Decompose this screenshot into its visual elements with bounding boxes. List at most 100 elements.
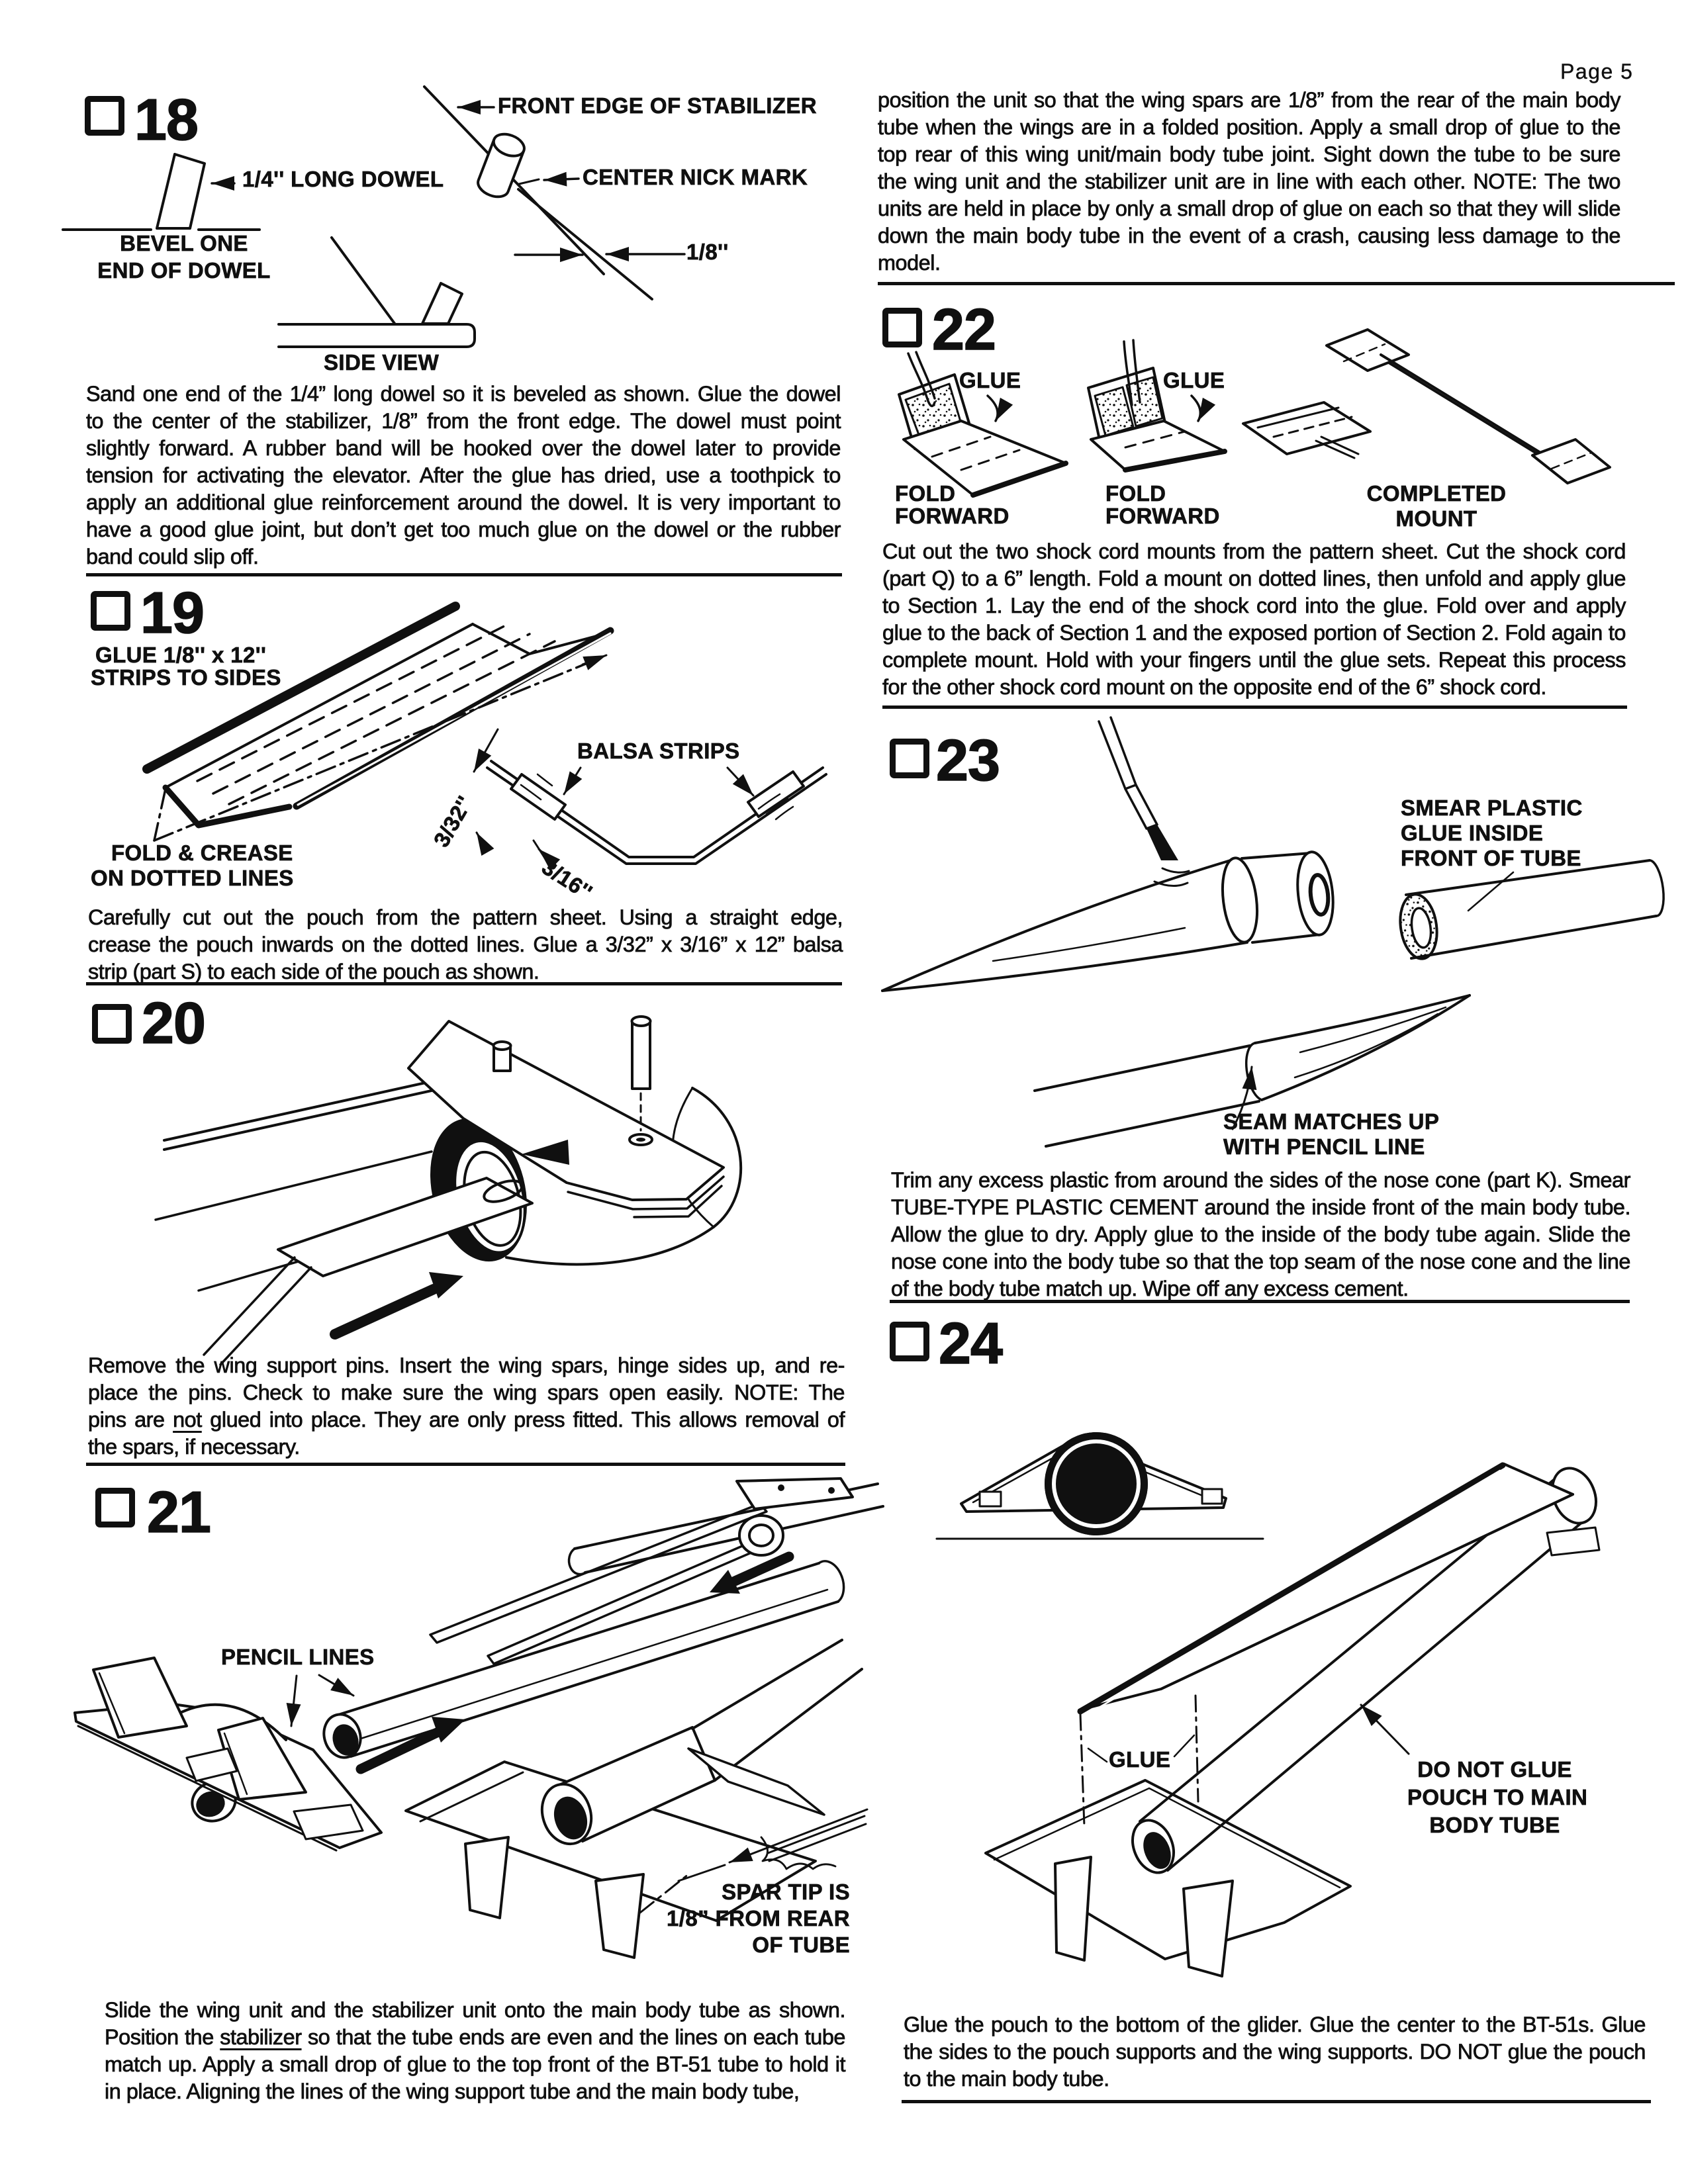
text-line: the spars, if necessary.: [88, 1435, 301, 1459]
label-spar-tip-line3: OF TUBE: [752, 1933, 850, 1958]
label-glue-mount-b: GLUE: [1163, 368, 1225, 393]
text-line: top rear of this wing unit/main body tub…: [878, 142, 1621, 167]
divider-after-step-23: [890, 1300, 1630, 1303]
label-glue-mount-a: GLUE: [959, 368, 1021, 393]
divider-after-step-24: [902, 2100, 1651, 2103]
step-21-instructions: Slide the wing unit and the stabilizer u…: [105, 1997, 846, 2105]
label-completed-mount-line2: MOUNT: [1395, 506, 1477, 531]
text-line: Cut out the two shock cord mounts from t…: [882, 539, 1626, 564]
label-glue-pouch: GLUE: [1109, 1747, 1171, 1772]
text-line: to the main body tube.: [904, 2067, 1110, 2091]
label-spar-tip-line1: SPAR TIP IS: [722, 1880, 850, 1905]
text-line: crease the pouch inwards on the dotted l…: [88, 933, 843, 957]
text-line: Glue the pouch to the bottom of the glid…: [904, 2013, 1646, 2037]
text-line: Position the stabilizer so that the tube…: [105, 2024, 846, 2051]
text-line: TUBE-TYPE PLASTIC CEMENT around the insi…: [891, 1195, 1631, 1220]
label-do-not-glue-line3: BODY TUBE: [1429, 1813, 1560, 1838]
label-spar-tip-line2: 1/8” FROM REAR: [667, 1906, 850, 1931]
illustration-19-pouch-and-strips: [142, 602, 827, 870]
text-line: tube when the wings are in a folded posi…: [878, 115, 1621, 140]
divider-after-step-22: [882, 705, 1627, 709]
step-18-instructions: Sand one end of the 1/4” long dowel so i…: [86, 381, 841, 570]
step-21-instructions-continued: position the unit so that the wing spars…: [878, 87, 1621, 277]
text-segment: Position the: [105, 2025, 220, 2050]
label-pencil-lines: PENCIL LINES: [221, 1645, 375, 1670]
step-20-checkbox[interactable]: [92, 1004, 132, 1044]
text-line: Slide the wing unit and the stabilizer u…: [105, 1998, 846, 2023]
illustration-18-dowel-and-stabilizer: [62, 85, 686, 348]
text-line: (part Q) to a 6” length. Fold a mount on…: [882, 567, 1626, 591]
step-19-checkbox[interactable]: [91, 591, 130, 631]
text-line: Sand one end of the 1/4” long dowel so i…: [86, 382, 841, 406]
divider-after-step-21-continued: [878, 282, 1675, 285]
label-fold-forward-a2: FORWARD: [895, 504, 1009, 529]
illustration-24-pouch-glue: [935, 1432, 1601, 1978]
label-fold-forward-b2: FORWARD: [1105, 504, 1220, 529]
label-side-view: SIDE VIEW: [324, 350, 440, 375]
label-fold-forward-a1: FOLD: [895, 481, 956, 506]
label-seam-matches-line1: SEAM MATCHES UP: [1223, 1109, 1440, 1134]
page-number-label: Page 5: [1560, 60, 1634, 83]
label-balsa-strips: BALSA STRIPS: [577, 739, 740, 764]
text-line: Carefully cut out the pouch from the pat…: [88, 905, 843, 930]
text-line: position the unit so that the wing spars…: [878, 88, 1621, 113]
text-line: Trim any excess plastic from around the …: [891, 1168, 1631, 1193]
step-23-instructions: Trim any excess plastic from around the …: [891, 1167, 1631, 1302]
text-line: Remove the wing support pins. Insert the…: [88, 1353, 845, 1378]
label-smear-plastic-line1: SMEAR PLASTIC: [1401, 796, 1583, 821]
text-segment: glued into place. They are only press fi…: [201, 1408, 845, 1432]
step-22-checkbox[interactable]: [882, 308, 922, 347]
label-do-not-glue-line2: POUCH TO MAIN: [1407, 1785, 1588, 1810]
text-line: to the center of the stabilizer, 1/8” fr…: [86, 409, 841, 433]
text-line: to Section 1. Lay the end of the shock c…: [882, 594, 1626, 618]
illustration-20-wing-spar-pins: [154, 1015, 743, 1366]
text-line: complete mount. Hold with your fingers u…: [882, 648, 1626, 672]
text-line: have a good glue joint, but don’t get to…: [86, 518, 841, 542]
label-fold-forward-b1: FOLD: [1105, 481, 1166, 506]
step-18-number: 18: [134, 87, 199, 152]
step-23-number: 23: [935, 727, 1000, 793]
illustration-23-nose-cone-cement: [881, 716, 1665, 1148]
text-line: pins are not glued into place. They are …: [88, 1406, 845, 1433]
label-bevel-one: BEVEL ONE: [120, 231, 248, 256]
underlined-word: not: [173, 1408, 203, 1432]
divider-after-step-19: [86, 982, 842, 985]
text-line: match up. Apply a small drop of glue to …: [105, 2052, 846, 2077]
step-24-instructions: Glue the pouch to the bottom of the glid…: [904, 2011, 1646, 2093]
text-line: in place. Aligning the lines of the wing…: [105, 2079, 800, 2104]
step-22-instructions: Cut out the two shock cord mounts from t…: [882, 538, 1626, 701]
step-21-number: 21: [146, 1479, 211, 1545]
text-line: of the body tube match up. Wipe off any …: [891, 1277, 1409, 1301]
step-24-number: 24: [938, 1310, 1003, 1376]
underlined-word: stabilizer: [220, 2025, 303, 2050]
label-fold-crease-line1: FOLD & CREASE: [111, 841, 293, 866]
label-fold-crease-line2: ON DOTTED LINES: [91, 866, 294, 891]
step-19-instructions: Carefully cut out the pouch from the pat…: [88, 904, 843, 985]
text-line: model.: [878, 251, 941, 275]
step-23-checkbox[interactable]: [890, 739, 929, 778]
label-end-of-dowel: END OF DOWEL: [97, 258, 271, 283]
text-line: glue to the back of Section 1 and the ex…: [882, 621, 1626, 645]
label-quarter-long-dowel: 1/4'' LONG DOWEL: [242, 167, 444, 192]
text-segment: so that the tube ends are even and the l…: [301, 2025, 846, 2050]
text-line: apply an additional glue reinforcement a…: [86, 490, 841, 515]
text-line: tension for activating the elevator. Aft…: [86, 463, 841, 488]
label-center-nick-mark: CENTER NICK MARK: [583, 165, 808, 190]
divider-after-step-18: [86, 573, 842, 576]
text-segment: pins are: [88, 1408, 173, 1432]
text-line: units are held in place by only a small …: [878, 197, 1621, 221]
label-front-edge-of-stabilizer: FRONT EDGE OF STABILIZER: [498, 93, 817, 118]
step-21-checkbox[interactable]: [95, 1488, 135, 1527]
step-24-checkbox[interactable]: [890, 1322, 929, 1361]
step-19-number: 19: [140, 580, 205, 645]
step-18-checkbox[interactable]: [85, 96, 124, 136]
text-line: band could slip off.: [86, 545, 259, 569]
label-completed-mount-line1: COMPLETED: [1366, 481, 1507, 506]
divider-after-step-20: [86, 1463, 845, 1466]
text-line: slightly forward. A rubber band will be …: [86, 436, 841, 461]
label-do-not-glue-line1: DO NOT GLUE: [1417, 1757, 1572, 1782]
step-22-number: 22: [931, 296, 996, 362]
label-glue-strips-line1: GLUE 1/8'' x 12'': [95, 643, 267, 668]
illustration-21-slide-units-on-tube: [73, 1477, 884, 1959]
